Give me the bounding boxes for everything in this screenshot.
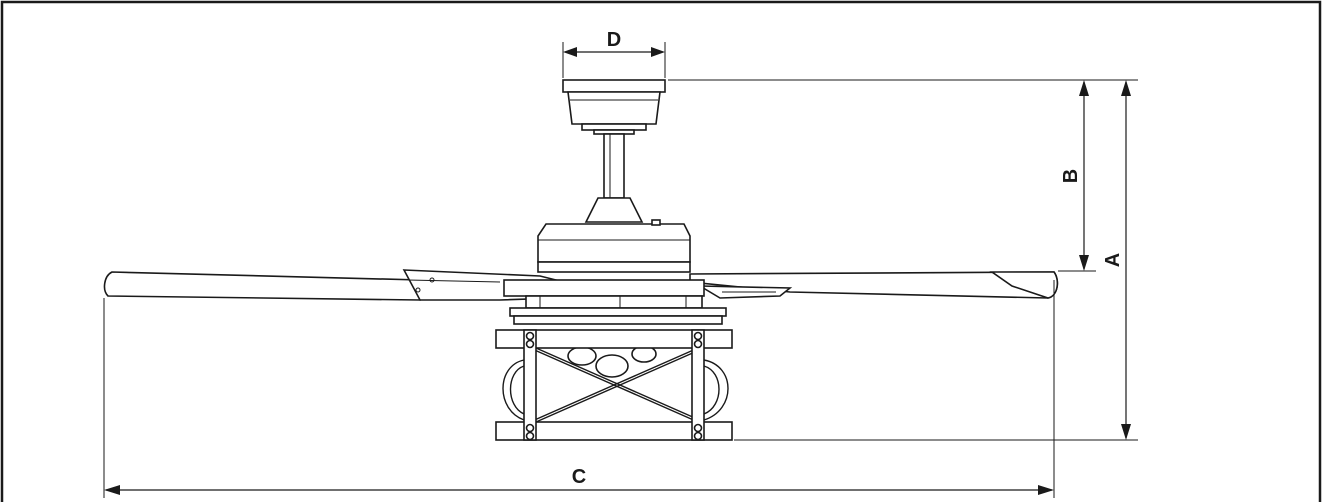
light-cage xyxy=(495,329,733,441)
dimension-c: C xyxy=(103,280,1055,498)
dimension-a: A xyxy=(734,80,1138,441)
fan-blade-right xyxy=(689,271,1059,299)
motor-housing xyxy=(537,197,691,273)
motor-base xyxy=(503,279,727,325)
downrod xyxy=(603,133,625,199)
fan-drawing xyxy=(103,79,1059,441)
dimension-label-a: A xyxy=(1102,253,1124,267)
dimension-b: B xyxy=(668,79,1138,272)
dimension-label-c: C xyxy=(572,466,586,488)
dimension-label-b: B xyxy=(1060,169,1082,183)
canopy xyxy=(562,79,666,135)
dimension-label-d: D xyxy=(607,29,621,51)
dimension-d: D xyxy=(562,29,666,78)
